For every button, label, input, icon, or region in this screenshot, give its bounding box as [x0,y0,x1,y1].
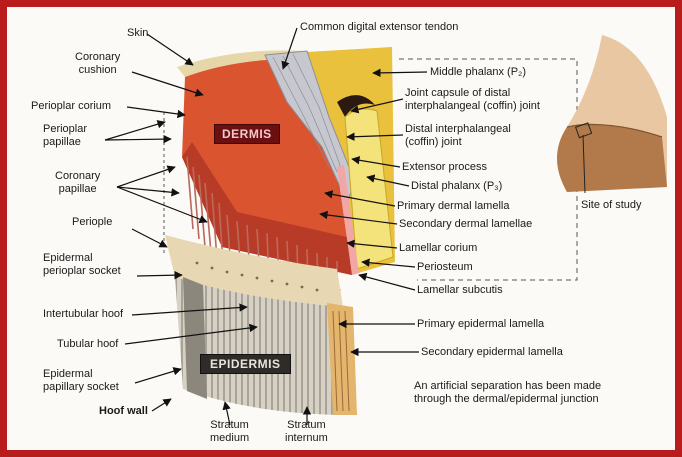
label-hoof-wall: Hoof wall [99,405,148,418]
label-tubular-hoof: Tubular hoof [57,338,118,351]
label-site-of-study: Site of study [581,199,642,212]
label-secondary-epidermal-lamella: Secondary epidermal lamella [421,346,563,359]
label-periople: Periople [72,216,112,229]
label-middle-phalanx: Middle phalanx (P₂) [430,66,526,79]
dermis-label: DERMIS [214,124,280,144]
label-extensor-process: Extensor process [402,161,487,174]
label-lamellar-corium: Lamellar corium [399,242,477,255]
label-primary-epidermal-lamella: Primary epidermal lamella [417,318,544,331]
label-lamellar-subcutis: Lamellar subcutis [417,284,503,297]
label-skin: Skin [127,27,148,40]
label-common-digital-extensor-tendon: Common digital extensor tendon [300,21,458,34]
label-periosteum: Periosteum [417,261,473,274]
label-perioplar-corium: Perioplar corium [31,100,111,113]
label-secondary-dermal-lamellae: Secondary dermal lamellae [399,218,532,231]
label-intertubular-hoof: Intertubular hoof [43,308,123,321]
epidermis-label: EPIDERMIS [200,354,291,374]
label-distal-phalanx: Distal phalanx (P₃) [411,180,502,193]
label-primary-dermal-lamella: Primary dermal lamella [397,200,509,213]
label-distal-interphalangeal-joint: Distal interphalangeal(coffin) joint [405,123,511,148]
